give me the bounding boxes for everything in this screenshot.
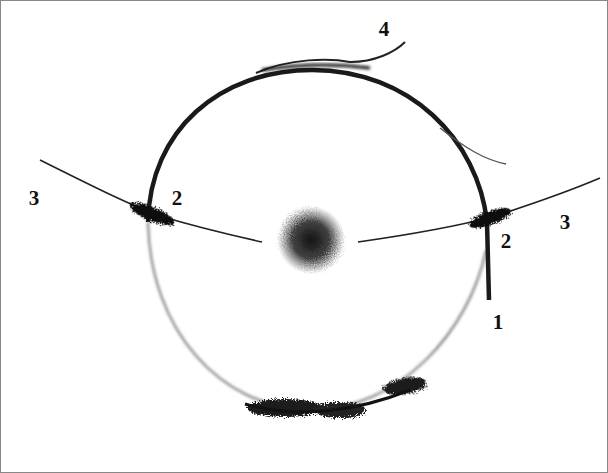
bottom-band [245, 390, 410, 412]
left-fibre [40, 160, 262, 242]
side-arc [440, 128, 506, 164]
central-body [277, 206, 345, 274]
callout-number: 3 [29, 188, 40, 209]
top-arc-contact [262, 65, 370, 70]
callout-number: 2 [501, 231, 512, 252]
right-fibre [358, 178, 600, 242]
callout-number: 3 [560, 212, 571, 233]
top-arc [256, 42, 405, 73]
callout-number: 2 [172, 188, 183, 209]
bottom-mass [382, 374, 428, 397]
callout-number: 4 [379, 19, 390, 40]
callout-number: 1 [493, 312, 504, 333]
right-thickening [467, 204, 513, 232]
ring-upper [148, 70, 489, 300]
left-thickening [127, 199, 177, 230]
